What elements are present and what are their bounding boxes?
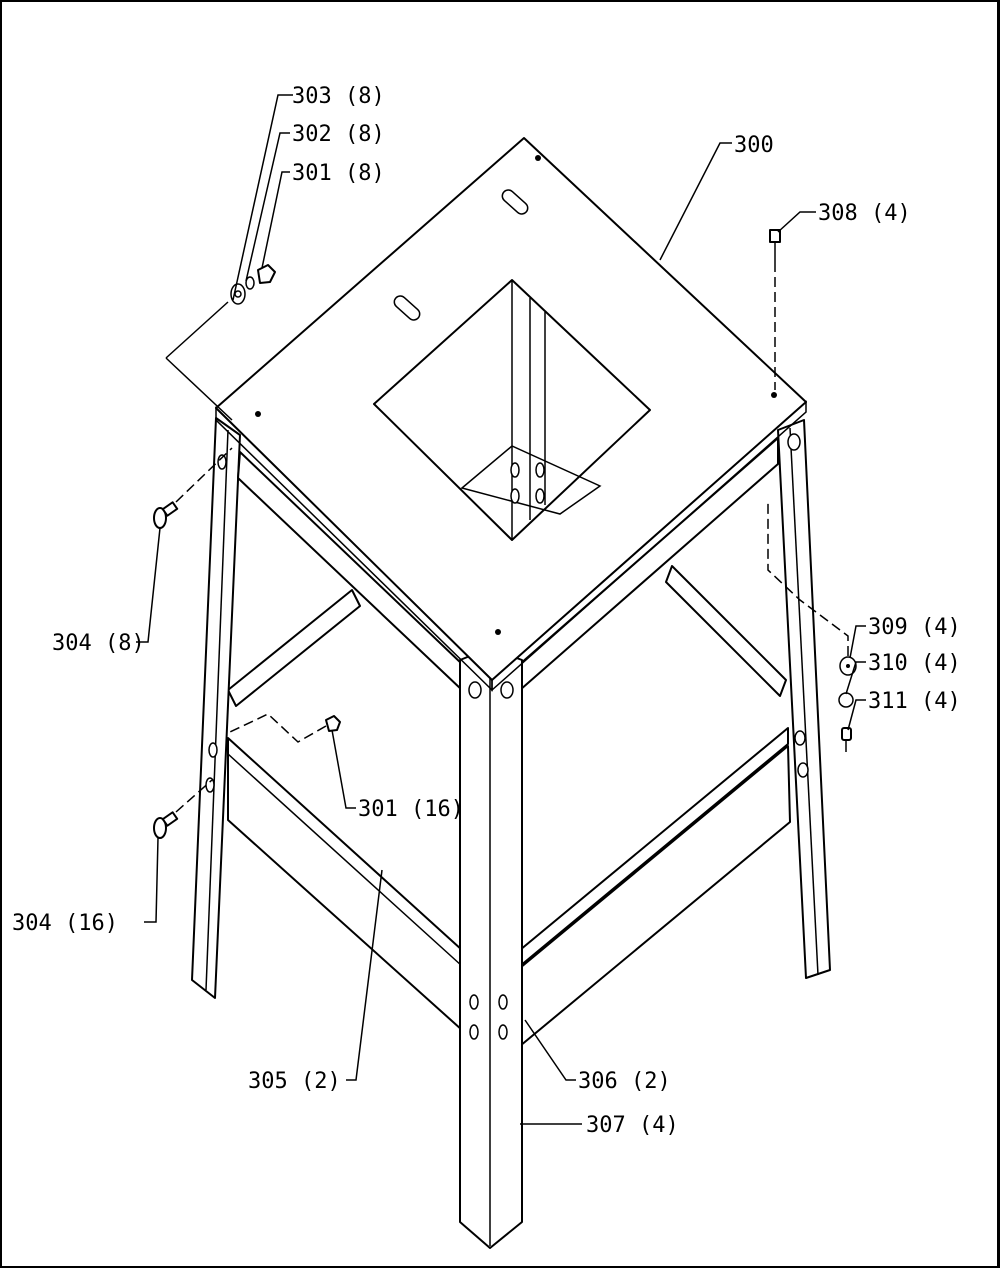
callout-301-lower: 301 (16): [358, 797, 464, 822]
callout-305: 305 (2): [248, 1069, 341, 1094]
leader-lines: [136, 94, 866, 1125]
lower-stretcher-front-left-305: [227, 737, 463, 1031]
callout-309: 309 (4): [868, 615, 961, 640]
callout-303: 303 (8): [292, 84, 385, 109]
callout-302: 302 (8): [292, 122, 385, 147]
lower-stretcher-back-right: [665, 565, 787, 697]
callout-306: 306 (2): [578, 1069, 671, 1094]
lower-stretcher-back-left: [227, 589, 361, 707]
callout-301-upper: 301 (8): [292, 161, 385, 186]
lower-stretcher-front-right-306: [519, 727, 791, 1047]
callout-300: 300: [734, 133, 774, 158]
carriage-bolt-304-lower: [153, 779, 213, 839]
callout-304-upper: 304 (8): [52, 631, 145, 656]
fastener-stack-303-302-301: [165, 264, 276, 421]
callout-310: 310 (4): [868, 651, 961, 676]
callout-308: 308 (4): [818, 201, 911, 226]
callout-311: 311 (4): [868, 689, 961, 714]
front-leg-307: [459, 647, 523, 1249]
carriage-bolt-304-upper: [153, 447, 233, 529]
left-leg: [191, 417, 241, 999]
right-leg: [777, 419, 831, 979]
bolt-308: [769, 229, 781, 390]
callout-304-lower: 304 (16): [12, 911, 118, 936]
top-plate-300: [215, 137, 807, 692]
fastener-stack-309-310-311: [767, 500, 857, 752]
nut-301-lower: [229, 713, 341, 743]
callout-307: 307 (4): [586, 1113, 679, 1138]
